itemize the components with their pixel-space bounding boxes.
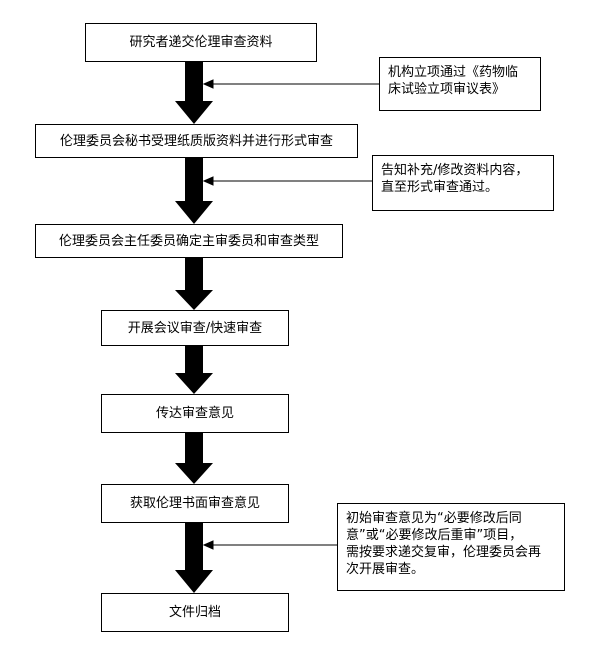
note-line: 告知补充/修改资料内容， [381, 163, 529, 178]
note-supplement-materials: 告知补充/修改资料内容， 直至形式审查通过。 [372, 155, 554, 211]
step-label: 伦理委员会秘书受理纸质版资料并进行形式审查 [59, 133, 333, 149]
note-line: 初始审查意见为“必要修改后同 [346, 511, 522, 526]
step-archive: 文件归档 [101, 593, 289, 632]
step-convey-opinion: 传达审查意见 [101, 394, 289, 433]
arrow-down-3 [175, 258, 213, 310]
note-connector-2-head [202, 176, 214, 186]
note-line: 需按要求递交复审，伦理委员会再 [346, 545, 542, 560]
note-line: 意”或“必要修改后重审”项目， [346, 528, 523, 543]
note-line: 直至形式审查通过。 [381, 180, 499, 195]
note-connector-3-head [202, 540, 214, 550]
step-label: 开展会议审查/快速审查 [127, 320, 263, 336]
step-label: 获取伦理书面审查意见 [129, 496, 260, 511]
note-line: 机构立项通过《药物临 [388, 65, 519, 80]
arrow-down-5 [175, 433, 213, 484]
step-submit-materials: 研究者递交伦理审查资料 [85, 23, 317, 62]
arrow-down-2 [175, 158, 213, 224]
step-label: 伦理委员会主任委员确定主审委员和审查类型 [58, 233, 319, 249]
step-label: 文件归档 [168, 605, 221, 620]
step-label: 研究者递交伦理审查资料 [129, 35, 273, 50]
step-label: 传达审查意见 [155, 406, 234, 421]
note-project-approval: 机构立项通过《药物临 床试验立项审议表》 [379, 57, 541, 111]
note-line: 次开展审查。 [346, 562, 425, 577]
arrow-down-6 [175, 523, 213, 593]
step-obtain-written-opinion: 获取伦理书面审查意见 [101, 484, 289, 523]
step-conduct-review: 开展会议审查/快速审查 [101, 310, 289, 346]
note-line: 床试验立项审议表》 [388, 82, 506, 97]
note-connector-1-head [202, 79, 214, 89]
arrow-down-1 [175, 62, 213, 124]
arrow-down-4 [175, 346, 213, 394]
step-secretary-review: 伦理委员会秘书受理纸质版资料并进行形式审查 [35, 124, 358, 158]
step-assign-reviewer: 伦理委员会主任委员确定主审委员和审查类型 [35, 224, 343, 258]
note-resubmit-review: 初始审查意见为“必要修改后同 意”或“必要修改后重审”项目， 需按要求递交复审，… [337, 503, 565, 591]
